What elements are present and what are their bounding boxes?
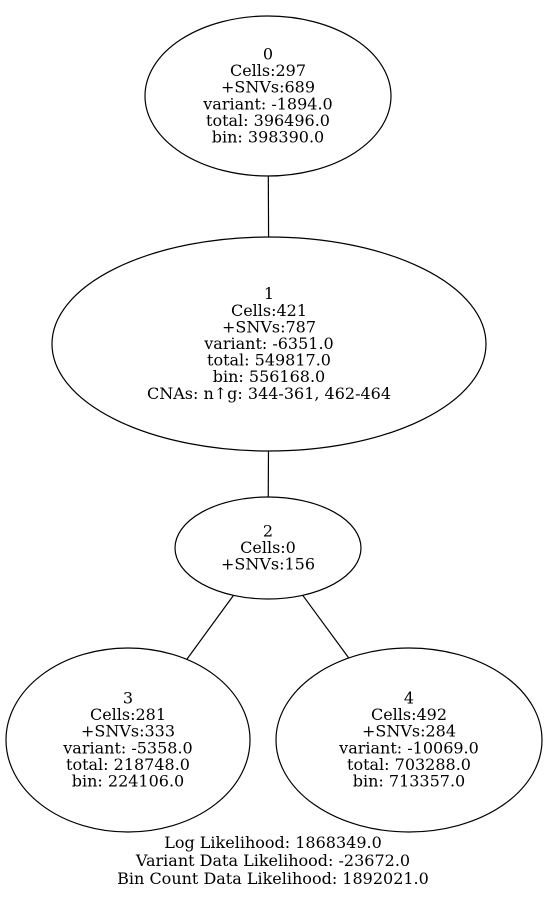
variant-data-likelihood: Variant Data Likelihood: -23672.0 bbox=[0, 852, 546, 870]
edge-2-4 bbox=[303, 595, 349, 658]
edge-2-3 bbox=[187, 595, 234, 659]
node-1-line-6: CNAs: n↑g: 344-361, 462-464 bbox=[147, 384, 391, 403]
node-0-line-5: bin: 398390.0 bbox=[212, 128, 324, 147]
log-likelihood: Log Likelihood: 1868349.0 bbox=[0, 834, 546, 852]
likelihood-summary: Log Likelihood: 1868349.0 Variant Data L… bbox=[0, 834, 546, 888]
node-2-line-2: +SNVs:156 bbox=[221, 555, 315, 574]
node-4-line-5: bin: 713357.0 bbox=[353, 772, 465, 791]
bin-count-data-likelihood: Bin Count Data Likelihood: 1892021.0 bbox=[0, 870, 546, 888]
node-3-line-5: bin: 224106.0 bbox=[72, 772, 184, 791]
